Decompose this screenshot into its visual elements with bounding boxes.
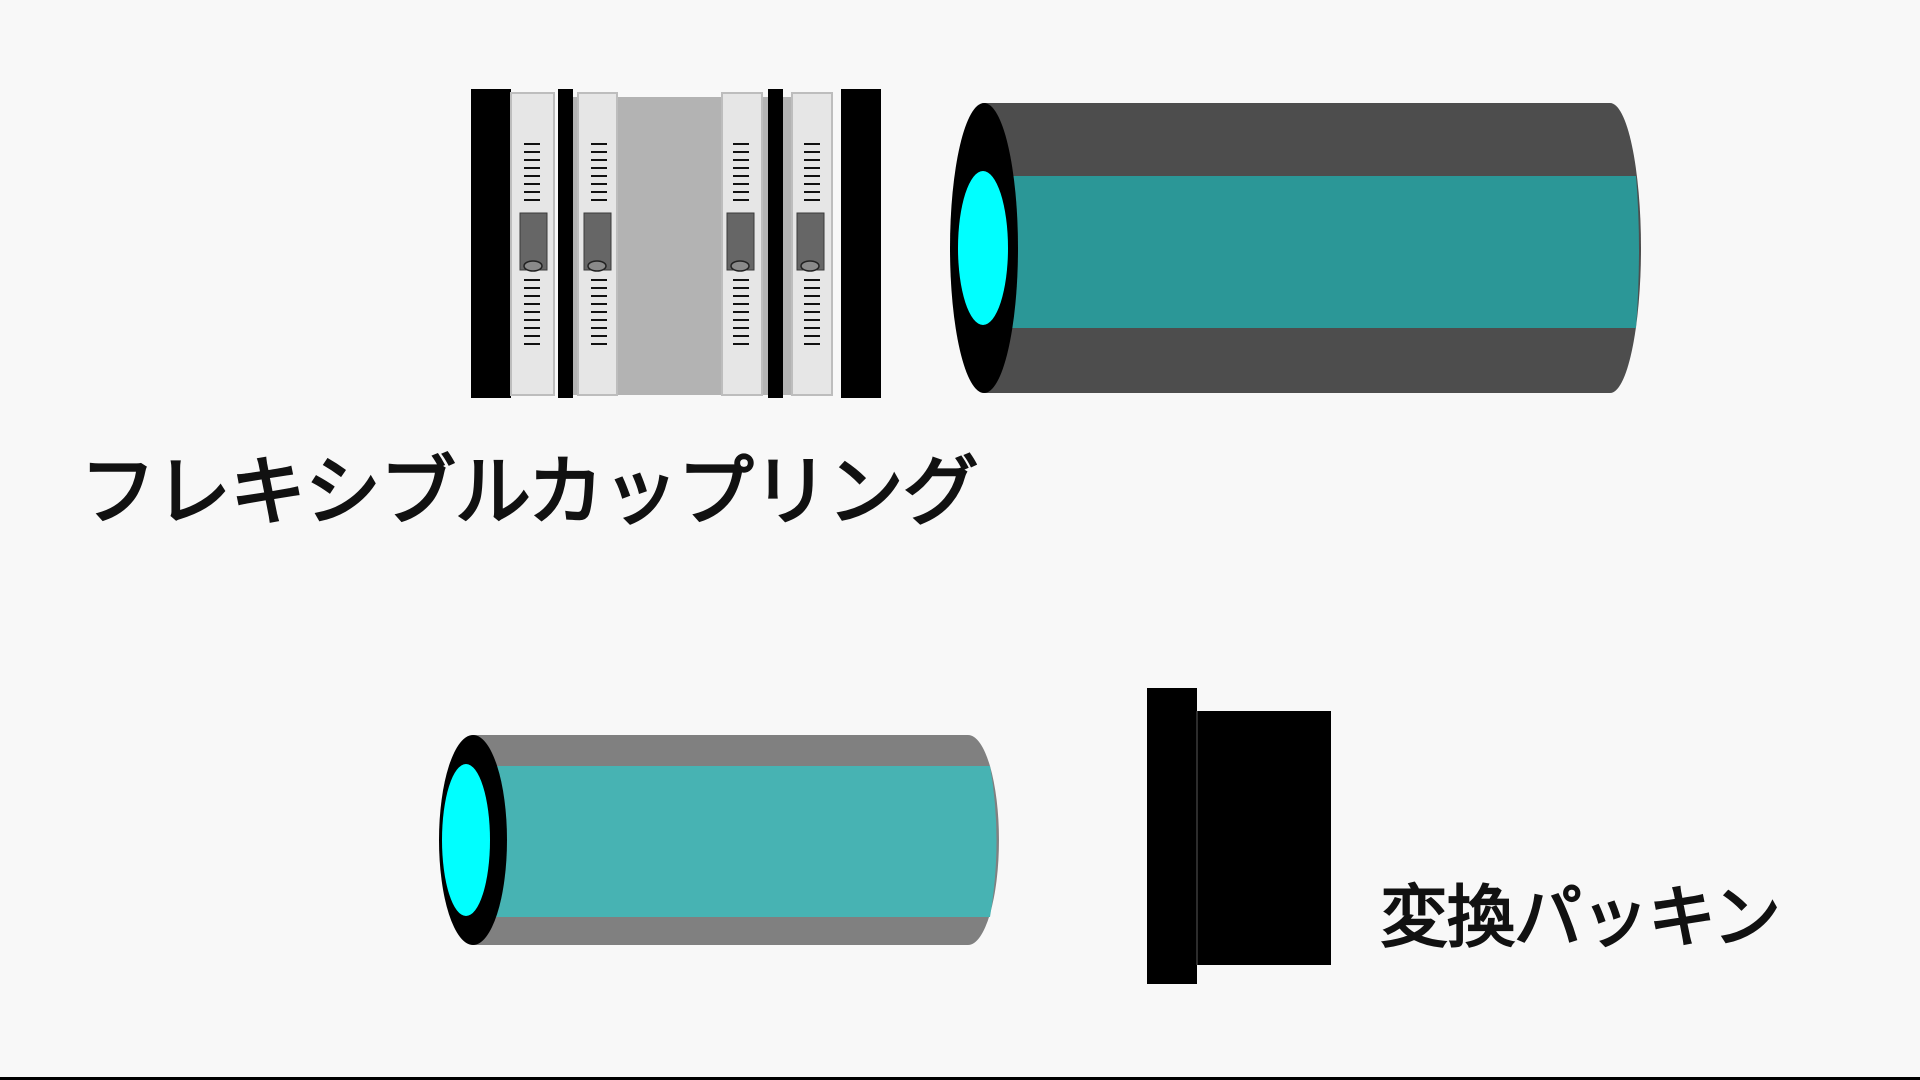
flexible-coupling-label: フレキシブルカップリング: [80, 447, 979, 536]
coupling-clamp-2: [577, 92, 618, 396]
small-pipe-bore: [442, 764, 490, 916]
packing-flange: [1147, 688, 1197, 984]
adapter-packing-label: 変換パッキン: [1380, 879, 1781, 958]
bottom-border-line: [0, 1077, 1920, 1080]
coupling-clamp-1: [510, 92, 555, 396]
packing-body: [1197, 711, 1331, 965]
large-pipe: [950, 103, 1641, 393]
small-pipe-core: [485, 766, 997, 917]
coupling-clamp-4: [791, 92, 833, 396]
adapter-packing: [1147, 688, 1331, 984]
coupling-end-band-right: [841, 89, 881, 398]
coupling-clamp-3: [721, 92, 763, 396]
coupling-band-left: [558, 89, 573, 398]
large-pipe-bore: [958, 171, 1008, 325]
coupling-end-band-left: [471, 89, 511, 398]
flexible-coupling: [471, 89, 881, 398]
small-pipe: [439, 735, 999, 945]
coupling-band-right: [768, 89, 783, 398]
large-pipe-core: [1000, 176, 1639, 328]
